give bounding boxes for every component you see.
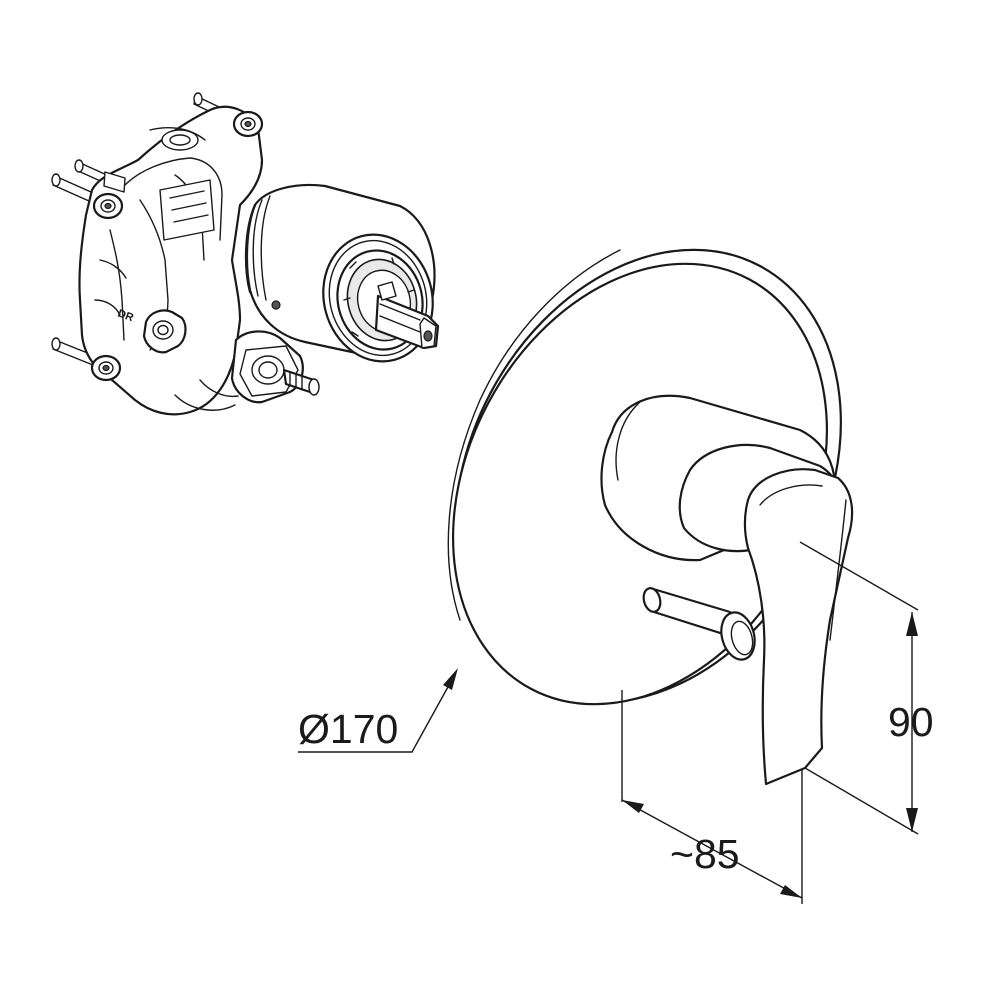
dimension-diameter-label: Ø170	[298, 706, 398, 752]
dimension-projection: ~85	[621, 690, 803, 904]
dimension-height: 90	[799, 541, 934, 835]
outlet-fitting	[230, 330, 320, 404]
screw-left-bottom	[90, 354, 122, 382]
dimension-diameter: Ø170	[298, 668, 458, 753]
diverter-pin	[642, 586, 756, 661]
cartridge-spindle	[374, 281, 440, 350]
side-fitting	[142, 309, 187, 354]
screw-top-right	[232, 110, 264, 138]
screw-cap-top	[103, 171, 126, 193]
valve-marking: DR	[116, 308, 135, 325]
screw-left-top	[92, 192, 124, 220]
valve-body: DR	[51, 92, 440, 416]
lever-handle	[600, 394, 854, 786]
dimension-height-label: 90	[888, 699, 934, 745]
dimension-projection-label: ~85	[670, 831, 740, 877]
